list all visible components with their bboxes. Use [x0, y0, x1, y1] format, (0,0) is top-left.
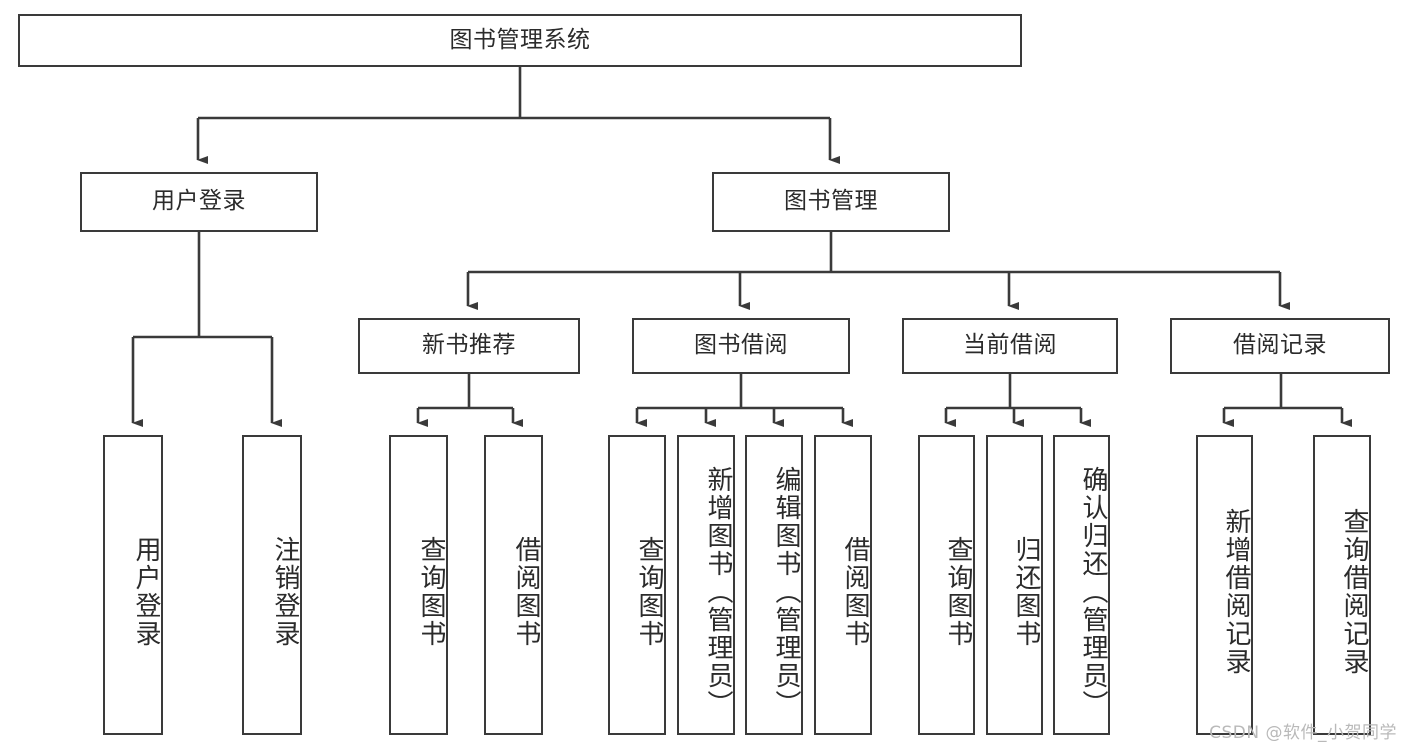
- leaf-query-borrow-record-label: 查询借阅记录: [1339, 508, 1369, 676]
- leaf-confirm-return-admin-label: 确认归还（管理员）: [1078, 466, 1108, 718]
- leaf-query-book-recommend[interactable]: 查询图书: [389, 435, 448, 735]
- node-borrow-record[interactable]: 借阅记录: [1170, 318, 1390, 374]
- leaf-user-login-label: 用户登录: [131, 536, 161, 648]
- node-current-borrow[interactable]: 当前借阅: [902, 318, 1118, 374]
- node-book-management[interactable]: 图书管理: [712, 172, 950, 232]
- leaf-query-book-borrow[interactable]: 查询图书: [608, 435, 666, 735]
- node-user-login[interactable]: 用户登录: [80, 172, 318, 232]
- leaf-query-book-current[interactable]: 查询图书: [918, 435, 975, 735]
- node-borrow-record-label: 借阅记录: [1233, 332, 1327, 359]
- leaf-edit-book-admin-label: 编辑图书（管理员）: [771, 466, 801, 718]
- leaf-confirm-return-admin[interactable]: 确认归还（管理员）: [1053, 435, 1110, 735]
- leaf-query-borrow-record[interactable]: 查询借阅记录: [1313, 435, 1371, 735]
- node-book-management-label: 图书管理: [784, 188, 878, 215]
- node-book-borrow-label: 图书借阅: [694, 332, 788, 359]
- leaf-borrow-book-recommend-label: 借阅图书: [511, 536, 541, 648]
- node-new-book-recommend-label: 新书推荐: [422, 332, 516, 359]
- leaf-query-book-borrow-label: 查询图书: [634, 536, 664, 648]
- leaf-add-borrow-record-label: 新增借阅记录: [1221, 508, 1251, 676]
- leaf-borrow-book[interactable]: 借阅图书: [814, 435, 872, 735]
- leaf-logout[interactable]: 注销登录: [242, 435, 302, 735]
- leaf-add-book-admin-label: 新增图书（管理员）: [703, 466, 733, 718]
- leaf-add-borrow-record[interactable]: 新增借阅记录: [1196, 435, 1253, 735]
- leaf-query-book-current-label: 查询图书: [943, 536, 973, 648]
- leaf-borrow-book-recommend[interactable]: 借阅图书: [484, 435, 543, 735]
- node-new-book-recommend[interactable]: 新书推荐: [358, 318, 580, 374]
- leaf-borrow-book-label: 借阅图书: [840, 536, 870, 648]
- leaf-return-book[interactable]: 归还图书: [986, 435, 1043, 735]
- watermark: CSDN @软件_小贺同学: [1209, 723, 1397, 743]
- leaf-return-book-label: 归还图书: [1011, 536, 1041, 648]
- node-root[interactable]: 图书管理系统: [18, 14, 1022, 67]
- leaf-user-login[interactable]: 用户登录: [103, 435, 163, 735]
- node-book-borrow[interactable]: 图书借阅: [632, 318, 850, 374]
- node-user-login-label: 用户登录: [152, 188, 246, 215]
- leaf-query-book-recommend-label: 查询图书: [416, 536, 446, 648]
- node-root-label: 图书管理系统: [449, 26, 591, 53]
- node-current-borrow-label: 当前借阅: [963, 332, 1057, 359]
- leaf-add-book-admin[interactable]: 新增图书（管理员）: [677, 435, 735, 735]
- leaf-edit-book-admin[interactable]: 编辑图书（管理员）: [745, 435, 803, 735]
- leaf-logout-label: 注销登录: [270, 536, 300, 648]
